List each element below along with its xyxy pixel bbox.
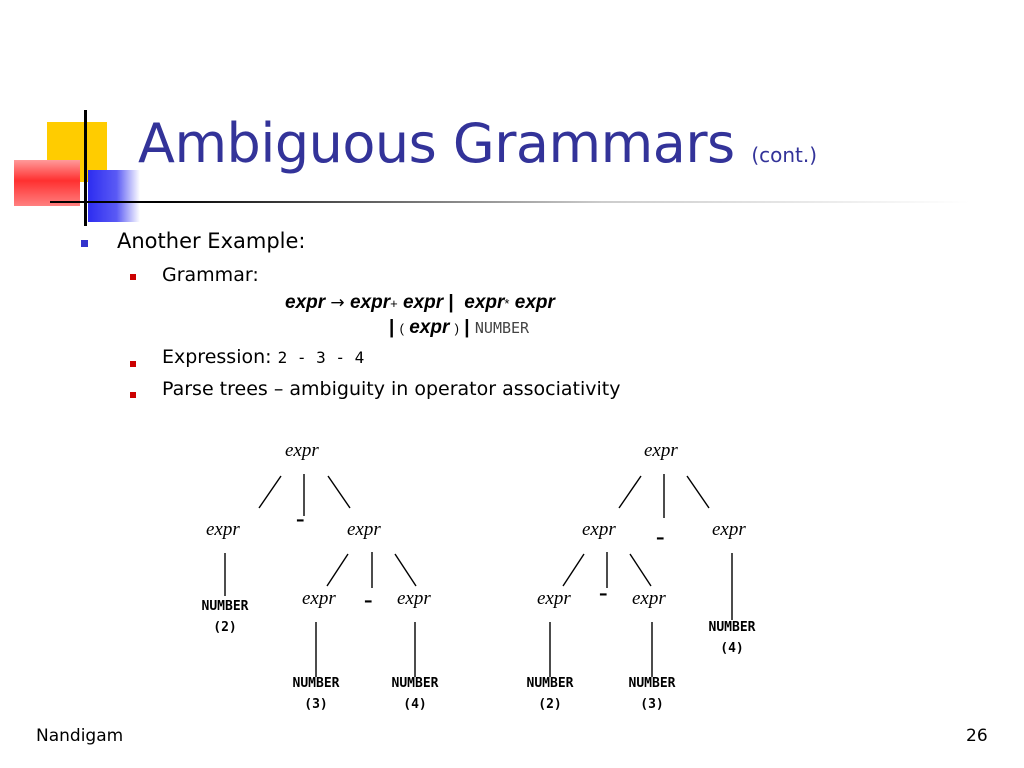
title-decoration-blue-square <box>88 170 140 222</box>
tree-left-root: expr <box>285 440 319 461</box>
tree-left-op: – <box>296 510 305 530</box>
grammar-number: NUMBER <box>474 319 530 337</box>
expression-label: Expression: <box>162 346 272 368</box>
grammar-bar-2: | <box>389 317 395 338</box>
grammar-lhs: expr <box>285 292 326 313</box>
tree-right-edge-sub-left <box>562 553 585 587</box>
tree-right-leaf-b: NUMBER (3) <box>612 673 692 715</box>
grammar-production-line-2: | ( expr ) | NUMBER <box>389 317 529 339</box>
tree-right-leaf-b-name: NUMBER <box>628 676 676 691</box>
page-number: 26 <box>966 726 988 746</box>
tree-right-edge-root-right <box>686 475 710 509</box>
tree-left-right-child: expr <box>347 519 381 540</box>
tree-left-leaf-b: NUMBER (4) <box>375 673 455 715</box>
tree-right-root: expr <box>644 440 678 461</box>
tree-left-edge-root-left <box>258 475 282 509</box>
tree-right-leaf-a-name: NUMBER <box>526 676 574 691</box>
sub-bullet-square-icon <box>130 392 136 398</box>
slide-title-suffix: (cont.) <box>751 143 818 167</box>
tree-right-edge-sub-right <box>629 553 652 587</box>
tree-left-sub-op: – <box>364 591 373 611</box>
grammar-rhs-b2: expr <box>514 292 555 313</box>
expression-value: 2 - 3 - 4 <box>277 348 365 367</box>
grammar-bar: | <box>448 292 454 313</box>
grammar-rhs-a2: expr <box>402 292 444 313</box>
footer-author: Nandigam <box>36 726 124 746</box>
tree-left-edge-root-right <box>327 475 351 509</box>
grammar-bar-3: | <box>464 317 470 338</box>
tree-left-sub-left: expr <box>302 588 336 609</box>
tree-left-edge-sub-right <box>394 553 417 587</box>
tree-left-left-leaf-value: (2) <box>213 620 237 635</box>
tree-right-sub-left: expr <box>537 588 571 609</box>
grammar-rhs-b1: expr <box>464 292 505 313</box>
sub-bullet-square-icon <box>130 361 136 367</box>
grammar-arrow: → <box>330 293 345 313</box>
tree-left-leaf-a-name: NUMBER <box>292 676 340 691</box>
tree-right-op: – <box>656 528 665 548</box>
tree-left-leaf-a: NUMBER (3) <box>276 673 356 715</box>
tree-right-right-leaf-name: NUMBER <box>708 620 756 635</box>
grammar-times: * <box>504 296 510 311</box>
slide-title: Ambiguous Grammars (cont.) <box>138 112 817 175</box>
title-decoration-vertical-line <box>84 110 87 226</box>
tree-right-leaf-a-value: (2) <box>538 697 562 712</box>
grammar-lparen: ( <box>399 321 404 336</box>
tree-right-leaf-b-value: (3) <box>640 697 664 712</box>
tree-left-left-leaf-name: NUMBER <box>201 599 249 614</box>
tree-right-edge-root-left <box>618 475 642 509</box>
tree-left-left-leaf: NUMBER (2) <box>185 596 265 638</box>
tree-left-leaf-b-name: NUMBER <box>391 676 439 691</box>
grammar-rparen: ) <box>454 321 459 336</box>
tree-left-left-child: expr <box>206 519 240 540</box>
tree-left-sub-right: expr <box>397 588 431 609</box>
grammar-rhs-a1: expr <box>349 292 391 313</box>
grammar-plus: + <box>390 296 398 311</box>
tree-right-right-child: expr <box>712 519 746 540</box>
title-underline <box>50 201 970 203</box>
tree-left-leaf-b-value: (4) <box>403 697 427 712</box>
grammar-rhs-c: expr <box>409 317 450 338</box>
slide-title-text: Ambiguous Grammars <box>138 112 735 175</box>
sub-bullet-grammar: Grammar: <box>162 264 259 286</box>
tree-right-sub-op: – <box>599 584 608 604</box>
tree-right-right-leaf: NUMBER (4) <box>692 617 772 659</box>
tree-right-right-leaf-value: (4) <box>720 641 744 656</box>
tree-left-leaf-a-value: (3) <box>304 697 328 712</box>
tree-left-edge-sub-left <box>326 553 349 587</box>
title-decoration-red-square <box>14 160 80 206</box>
tree-right-sub-right: expr <box>632 588 666 609</box>
bullet-another-example: Another Example: <box>117 229 306 253</box>
tree-right-left-child: expr <box>582 519 616 540</box>
grammar-production-line-1: expr → expr+ expr | expr* expr <box>285 292 555 314</box>
bullet-square-icon <box>81 240 88 247</box>
sub-bullet-parse-trees: Parse trees – ambiguity in operator asso… <box>162 378 621 400</box>
sub-bullet-expression: Expression: 2 - 3 - 4 <box>162 346 364 368</box>
tree-right-leaf-a: NUMBER (2) <box>510 673 590 715</box>
sub-bullet-square-icon <box>130 274 136 280</box>
